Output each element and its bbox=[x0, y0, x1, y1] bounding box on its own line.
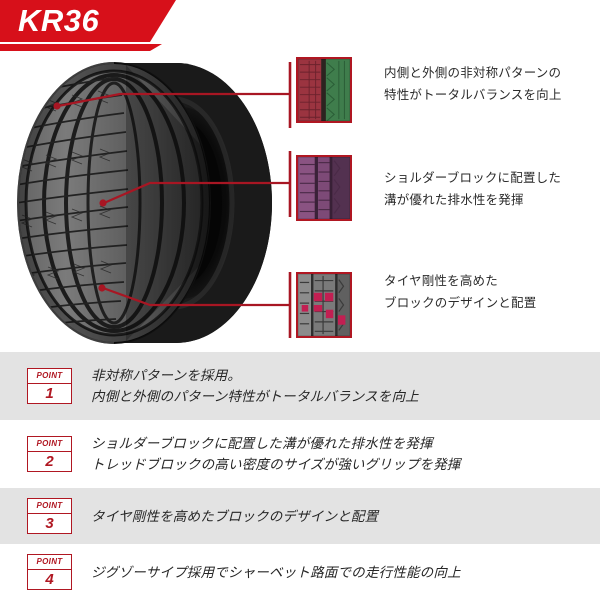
header-banner bbox=[0, 0, 176, 42]
product-title: KR36 bbox=[18, 3, 100, 38]
point-badge-2: POINT 2 bbox=[27, 436, 72, 472]
tread-thumbnail-block-rigidity bbox=[296, 272, 352, 338]
point-badge-1: POINT 1 bbox=[27, 368, 72, 404]
point-badge-label-1: POINT bbox=[28, 369, 71, 384]
point-badge-4: POINT 4 bbox=[27, 554, 72, 590]
callout-2-line2: 溝が優れた排水性を発揮 bbox=[384, 193, 524, 207]
shoulder-block-graphic bbox=[298, 157, 350, 219]
point-badge-number-2: 2 bbox=[45, 453, 54, 470]
callout-3-line1: タイヤ剛性を高めた bbox=[384, 274, 498, 288]
point-text-1-line1: 非対称パターンを採用。 bbox=[91, 368, 242, 383]
point-row-4: POINT 4 ジグゾーサイプ採用でシャーベット路面での走行性能の向上 bbox=[0, 544, 600, 600]
tread-thumbnail-shoulder-block bbox=[296, 155, 352, 221]
callout-1-line2: 特性がトータルバランスを向上 bbox=[384, 88, 562, 102]
point-text-2: ショルダーブロックに配置した溝が優れた排水性を発揮 トレッドブロックの高い密度の… bbox=[91, 433, 461, 475]
point-row-2: POINT 2 ショルダーブロックに配置した溝が優れた排水性を発揮 トレッドブロ… bbox=[0, 420, 600, 488]
point-text-1: 非対称パターンを採用。 内側と外側のパターン特性がトータルバランスを向上 bbox=[91, 365, 419, 407]
point-row-1: POINT 1 非対称パターンを採用。 内側と外側のパターン特性がトータルバラン… bbox=[0, 352, 600, 420]
point-badge-label-2: POINT bbox=[28, 437, 71, 452]
callout-1-line1: 内側と外側の非対称パターンの bbox=[384, 66, 562, 80]
point-text-3: タイヤ剛性を高めたブロックのデザインと配置 bbox=[91, 506, 378, 527]
point-text-2-line1: ショルダーブロックに配置した溝が優れた排水性を発揮 bbox=[91, 436, 433, 451]
tire-illustration bbox=[17, 62, 272, 344]
point-text-4: ジグゾーサイプ採用でシャーベット路面での走行性能の向上 bbox=[91, 562, 461, 583]
tire-photo bbox=[6, 55, 296, 350]
callout-2-line1: ショルダーブロックに配置した bbox=[384, 171, 562, 185]
callout-3-line2: ブロックのデザインと配置 bbox=[384, 296, 537, 310]
block-rigidity-graphic bbox=[298, 274, 350, 336]
point-text-4-line1: ジグゾーサイプ採用でシャーベット路面での走行性能の向上 bbox=[91, 564, 461, 580]
tread-thumbnail-asymmetric-pattern bbox=[296, 57, 352, 123]
point-badge-number-3: 3 bbox=[45, 515, 54, 532]
point-row-3: POINT 3 タイヤ剛性を高めたブロックのデザインと配置 bbox=[0, 488, 600, 544]
point-text-2-line2: トレッドブロックの高い密度のサイズが強いグリップを発揮 bbox=[91, 457, 461, 472]
header-banner-stripe bbox=[0, 44, 162, 51]
point-badge-3: POINT 3 bbox=[27, 498, 72, 534]
point-badge-number-4: 4 bbox=[45, 571, 54, 588]
point-badge-number-1: 1 bbox=[45, 385, 54, 402]
point-text-1-line2: 内側と外側のパターン特性がトータルバランスを向上 bbox=[91, 389, 419, 404]
points-list: POINT 1 非対称パターンを採用。 内側と外側のパターン特性がトータルバラン… bbox=[0, 352, 600, 600]
point-badge-label-3: POINT bbox=[28, 499, 71, 514]
point-text-3-line1: タイヤ剛性を高めたブロックのデザインと配置 bbox=[91, 508, 379, 524]
asymmetric-tread-graphic bbox=[298, 59, 350, 121]
point-badge-label-4: POINT bbox=[28, 555, 71, 570]
